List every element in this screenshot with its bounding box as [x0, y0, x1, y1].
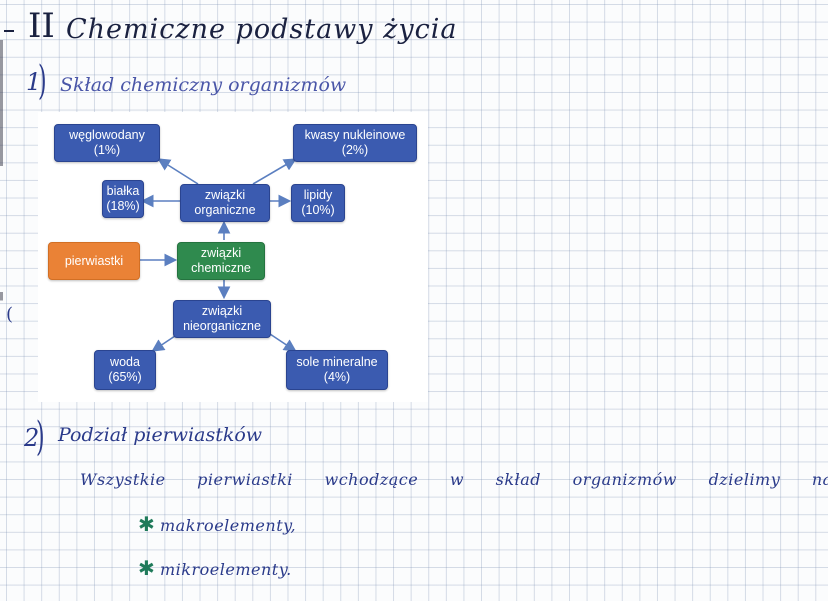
node-weglowodany: węglowodany (1%)	[54, 124, 160, 162]
section2-number: 2	[24, 424, 40, 452]
heading-dash	[4, 30, 14, 32]
node-nieorganiczne-line2: nieorganiczne	[183, 319, 261, 333]
bullet-star-icon: ✱	[138, 512, 155, 536]
section1-title: Skład chemiczny organizmów	[60, 74, 347, 96]
node-sole-mineralne: sole mineralne (4%)	[286, 350, 388, 390]
node-pierwiastki: pierwiastki	[48, 242, 140, 280]
node-lipidy-value: (10%)	[301, 203, 335, 217]
node-pierwiastki-name: pierwiastki	[64, 253, 124, 268]
node-woda-value: (65%)	[108, 370, 142, 384]
notebook-margin-shadow	[0, 40, 3, 460]
node-sole-name: sole mineralne	[296, 355, 378, 369]
node-zwiazki-chemiczne: związki chemiczne	[177, 242, 265, 280]
node-organiczne-line2: organiczne	[194, 203, 256, 217]
node-chemiczne-line1: związki	[200, 246, 242, 260]
node-bialka: białka (18%)	[102, 180, 144, 218]
section2-title: Podział pierwiastków	[58, 424, 263, 446]
node-kwasy-nukleinowe: kwasy nukleinowe (2%)	[293, 124, 417, 162]
section2-paren: )	[36, 414, 45, 460]
node-nieorganiczne-line1: związki	[201, 304, 243, 318]
bullet-star-icon: ✱	[138, 556, 155, 580]
node-kwasy-value: (2%)	[341, 143, 369, 157]
node-zwiazki-nieorganiczne: związki nieorganiczne	[173, 300, 271, 338]
chapter-title: Chemiczne podstawy życia	[66, 14, 458, 45]
node-woda-name: woda	[110, 355, 140, 369]
margin-stroke-mark: (	[6, 304, 14, 325]
node-bialka-value: (18%)	[106, 199, 140, 213]
composition-diagram: węglowodany (1%) kwasy nukleinowe (2%) b…	[38, 112, 428, 402]
list-item-mikroelementy: mikroelementy.	[160, 560, 292, 579]
section1-paren: )	[38, 58, 47, 104]
node-bialka-name: białka	[106, 184, 140, 198]
node-sole-value: (4%)	[323, 370, 351, 384]
arrow-to-sole	[269, 333, 297, 352]
node-zwiazki-organiczne: związki organiczne	[180, 184, 270, 222]
node-lipidy-name: lipidy	[303, 188, 333, 202]
node-weglowodany-value: (1%)	[93, 143, 121, 157]
section2-sentence: Wszystkie pierwiastki wchodzące w skład …	[80, 470, 828, 489]
arrow-to-kwasy	[252, 158, 297, 185]
node-organiczne-line1: związki	[204, 188, 246, 202]
arrow-to-weglowodany	[157, 158, 199, 185]
node-kwasy-name: kwasy nukleinowe	[304, 128, 406, 142]
node-weglowodany-name: węglowodany	[69, 128, 145, 142]
section1-number: 1	[26, 68, 42, 96]
node-woda: woda (65%)	[94, 350, 156, 390]
list-item-makroelementy: makroelementy,	[160, 516, 297, 535]
chapter-roman-numeral: II	[28, 6, 55, 46]
node-chemiczne-line2: chemiczne	[191, 261, 251, 275]
node-lipidy: lipidy (10%)	[291, 184, 345, 222]
